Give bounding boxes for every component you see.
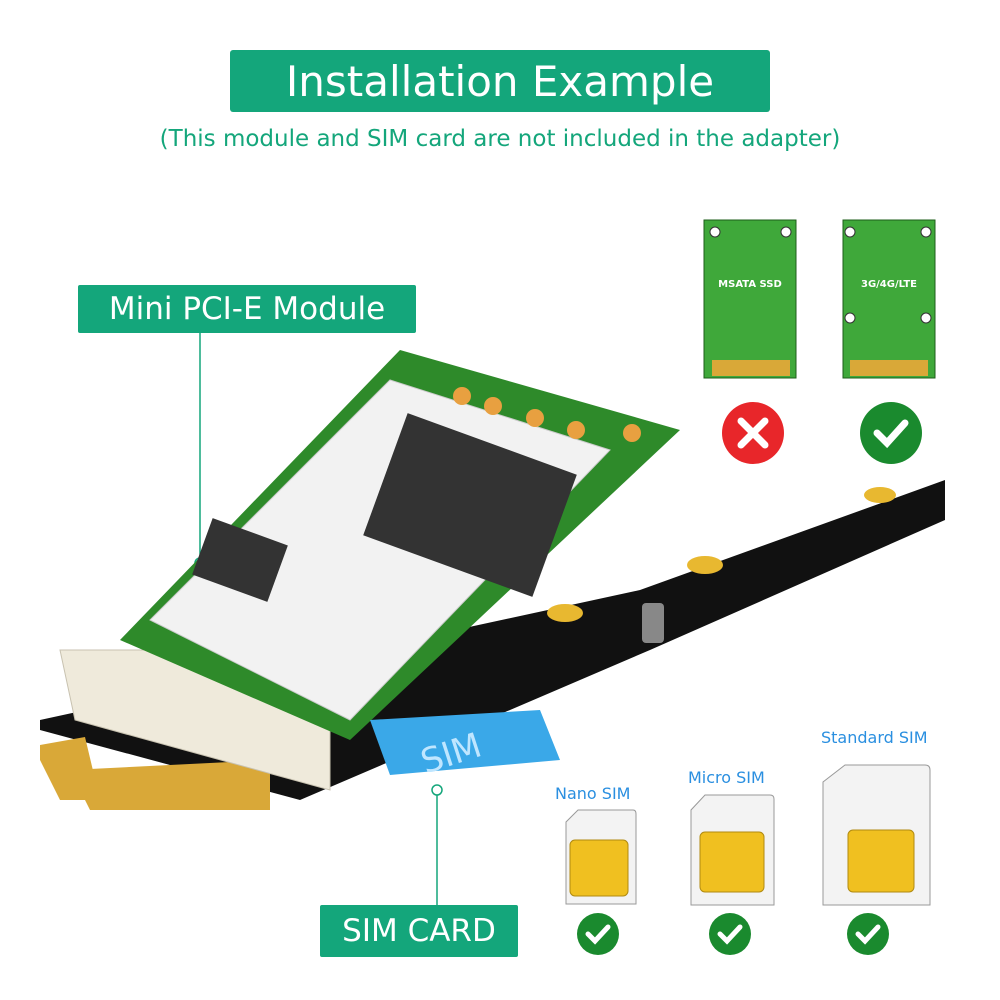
msata-ssd-card: MSATA SSD [703, 219, 797, 379]
title-banner: Installation Example [230, 50, 770, 112]
micro-check-icon [709, 913, 751, 955]
standard-sim-label: Standard SIM [821, 728, 928, 747]
sim-card-inserted: SIM [370, 710, 560, 782]
micro-sim-label: Micro SIM [688, 768, 765, 787]
sim-leader-dot [431, 784, 443, 796]
nano-check-icon [577, 913, 619, 955]
module-callout: Mini PCI-E Module [78, 285, 416, 333]
lte-card: 3G/4G/LTE [842, 219, 936, 379]
svg-text:MSATA SSD: MSATA SSD [718, 279, 782, 290]
x-icon [722, 402, 784, 464]
nano-sim [565, 809, 637, 905]
standard-sim [822, 764, 931, 906]
sim-callout: SIM CARD [320, 905, 518, 957]
subtitle: (This module and SIM card are not includ… [159, 126, 841, 152]
nano-sim-label: Nano SIM [555, 784, 631, 803]
page-title: Installation Example [285, 56, 715, 106]
check-icon [860, 402, 922, 464]
micro-sim [690, 794, 775, 906]
mini-pcie-module [120, 350, 680, 740]
standard-check-icon [847, 913, 889, 955]
svg-text:3G/4G/LTE: 3G/4G/LTE [861, 279, 917, 290]
